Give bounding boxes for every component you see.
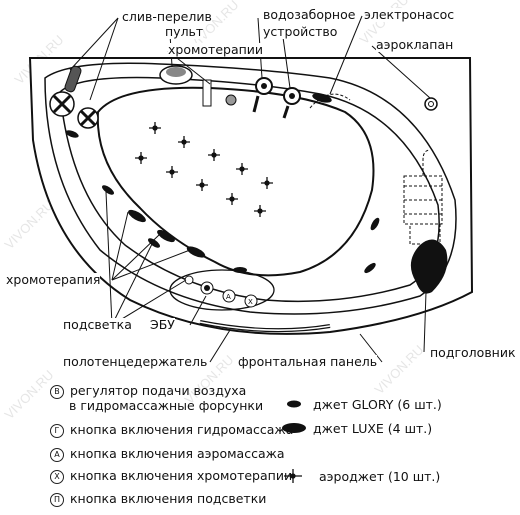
aero-jet	[135, 152, 147, 164]
glory-jet	[364, 262, 376, 274]
aero-valve	[424, 97, 438, 111]
label-ebu: ЭБУ	[150, 317, 175, 332]
aero-jet	[254, 205, 266, 217]
watermark: VIVON.RU	[372, 342, 427, 397]
legend-aero-jet: аэроджет (10 шт.)	[319, 469, 441, 484]
luxe-jet	[128, 209, 146, 223]
label-remote: пульт	[165, 24, 204, 39]
label-chromotherapy: хромотерапия	[6, 272, 101, 287]
luxe-jet	[157, 229, 175, 243]
aero-jet	[261, 177, 273, 189]
tub-outer-rim	[28, 57, 474, 335]
intake-fittings	[252, 77, 301, 119]
watermark: VIVON.RU	[2, 367, 57, 422]
label-chromotherapy-top: хромотерапии	[168, 42, 264, 57]
remote-control-unit	[159, 65, 237, 107]
aero-jet	[166, 166, 178, 178]
legend-letter-p: П	[50, 492, 64, 507]
legend-aero-symbol	[284, 469, 302, 483]
luxe-jets	[128, 93, 332, 258]
legend-letter-a: А	[50, 447, 64, 462]
glory-jet	[65, 130, 79, 138]
watermark: VIVON.RU	[2, 197, 57, 252]
legend-glory-jet: джет GLORY (6 шт.)	[313, 397, 442, 412]
glory-jet	[102, 185, 114, 195]
label-backlight: подсветка	[63, 317, 132, 332]
label-towel-holder: полотенцедержатель	[63, 354, 208, 369]
legend-glory-symbol	[287, 400, 301, 408]
luxe-jet	[312, 93, 332, 103]
aero-jet	[178, 136, 190, 148]
aero-jet	[226, 193, 238, 205]
glory-jet	[370, 217, 380, 231]
legend-luxe-jet: джет LUXE (4 шт.)	[313, 421, 433, 436]
label-drain-overflow: слив-перелив	[122, 9, 212, 24]
intake-pipe-arc	[309, 93, 351, 109]
aero-jet	[236, 163, 248, 175]
control-panel: A X	[169, 269, 275, 311]
label-intake-line2: устройство	[263, 24, 338, 39]
glory-jets	[65, 130, 380, 274]
aero-jets	[135, 122, 273, 217]
legend-letter-g: Г	[50, 423, 64, 438]
headrest	[410, 239, 448, 294]
legend-letter-b: B	[50, 384, 64, 399]
luxe-jet	[186, 246, 206, 258]
label-air-valve: аэроклапан	[376, 37, 454, 52]
aero-jet	[149, 122, 161, 134]
aero-jet	[208, 149, 220, 161]
legend-air-regulator-line2: в гидромассажные форсунки	[69, 398, 264, 413]
label-intake-line1: водозаборное	[263, 7, 356, 22]
glory-jet	[148, 238, 160, 248]
label-front-panel: фронтальная панель	[238, 354, 378, 369]
legend-luxe-symbol	[282, 423, 306, 433]
label-electro-pump: электронасос	[364, 7, 455, 22]
drain-overflow-knobs	[49, 65, 99, 129]
electro-pump	[403, 149, 443, 245]
leader-lines	[69, 15, 431, 363]
svg-text:A: A	[226, 293, 231, 301]
legend-letter-x: Х	[50, 469, 64, 484]
legend-air-regulator-line1: регулятор подачи воздуха	[70, 383, 247, 398]
svg-text:X: X	[248, 298, 253, 306]
label-headrest: подголовник	[430, 345, 516, 360]
aero-jet	[196, 179, 208, 191]
